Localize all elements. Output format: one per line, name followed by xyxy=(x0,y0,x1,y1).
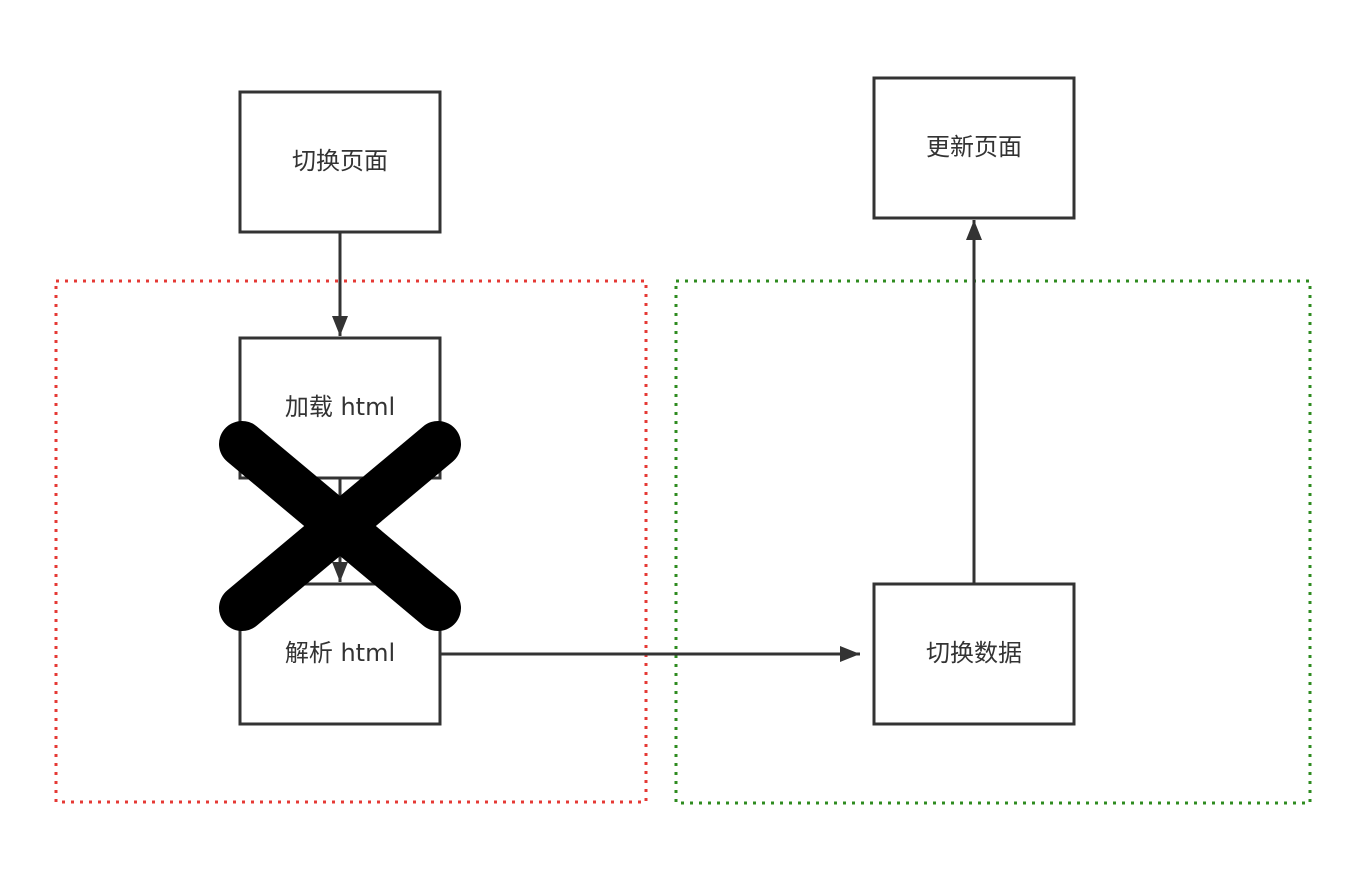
node-update-page: 更新页面 xyxy=(872,76,1076,220)
spa-flow-group xyxy=(674,279,1312,805)
node-parse-html-label: 解析 html xyxy=(285,639,395,667)
x-mark-icon xyxy=(219,421,461,631)
node-switch-page: 切换页面 xyxy=(238,90,442,234)
node-switch-data: 切换数据 xyxy=(872,582,1076,726)
node-load-html-label: 加载 html xyxy=(285,393,395,421)
legacy-flow-group xyxy=(54,279,648,804)
node-update-page-label: 更新页面 xyxy=(926,133,1022,161)
node-switch-data-label: 切换数据 xyxy=(926,639,1022,667)
node-switch-page-label: 切换页面 xyxy=(292,147,388,175)
